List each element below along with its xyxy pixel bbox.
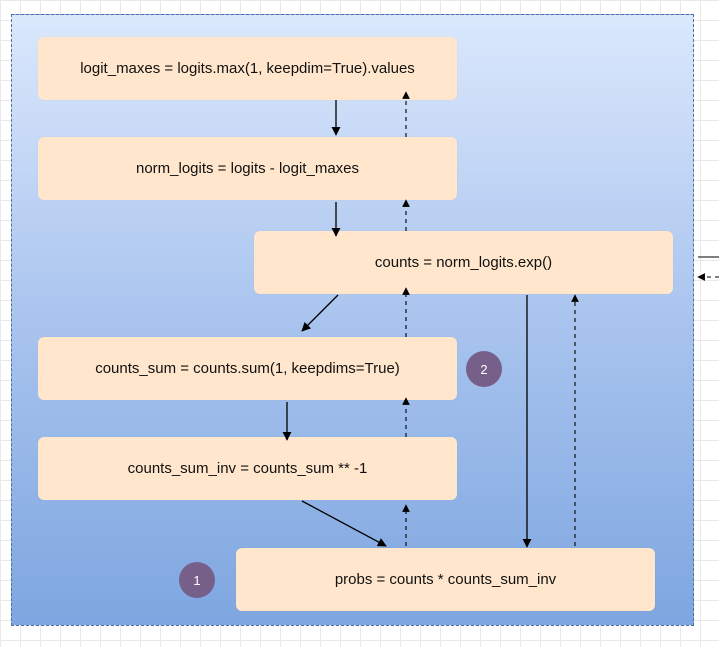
node-logit-maxes[interactable]: logit_maxes = logits.max(1, keepdim=True…: [38, 37, 457, 100]
node-norm-logits[interactable]: norm_logits = logits - logit_maxes: [38, 137, 457, 200]
step-badge-2-label: 2: [480, 361, 488, 377]
step-badge-2: 2: [466, 351, 502, 387]
step-badge-1-label: 1: [193, 572, 201, 588]
node-probs-label: probs = counts * counts_sum_inv: [334, 571, 557, 588]
diagram-container: [11, 14, 694, 626]
node-probs[interactable]: probs = counts * counts_sum_inv: [236, 548, 655, 611]
node-counts-sum-inv-label: counts_sum_inv = counts_sum ** -1: [127, 460, 368, 477]
node-logit-maxes-label: logit_maxes = logits.max(1, keepdim=True…: [80, 60, 415, 77]
node-counts-sum-label: counts_sum = counts.sum(1, keepdims=True…: [95, 360, 400, 377]
node-counts-label: counts = norm_logits.exp(): [374, 254, 553, 271]
node-norm-logits-label: norm_logits = logits - logit_maxes: [135, 160, 359, 177]
step-badge-1: 1: [179, 562, 215, 598]
node-counts[interactable]: counts = norm_logits.exp(): [254, 231, 673, 294]
node-counts-sum[interactable]: counts_sum = counts.sum(1, keepdims=True…: [38, 337, 457, 400]
node-counts-sum-inv[interactable]: counts_sum_inv = counts_sum ** -1: [38, 437, 457, 500]
